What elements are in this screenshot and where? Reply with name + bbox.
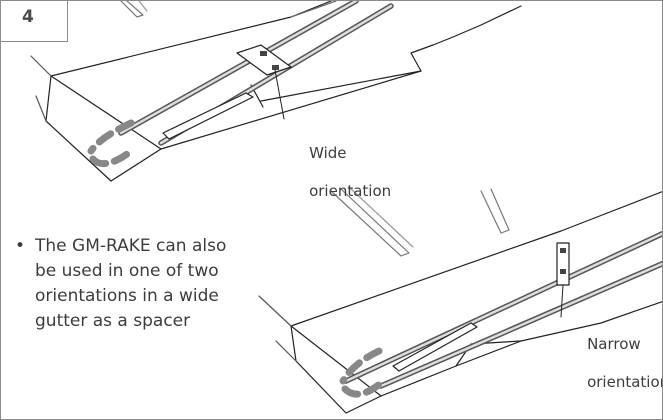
bottom-gutter-drawing xyxy=(258,186,662,414)
step-number: 4 xyxy=(1,1,68,42)
spacer-note: • The GM-RAKE can also be used in one of… xyxy=(15,234,290,334)
narrow-callout-line2: orientation xyxy=(587,373,663,391)
note-line: orientations in a wide xyxy=(35,286,219,306)
wide-callout-line1: Wide xyxy=(309,144,347,162)
narrow-callout-line1: Narrow xyxy=(587,335,641,353)
top-gutter-drawing xyxy=(30,1,522,182)
note-line: be used in one of two xyxy=(35,261,219,281)
narrow-callout: Narrow orientation xyxy=(568,316,663,411)
wide-callout: Wide orientation xyxy=(290,125,391,220)
note-line: gutter as a spacer xyxy=(35,311,191,331)
bullet-glyph: • xyxy=(15,236,26,256)
wide-callout-line2: orientation xyxy=(309,182,392,200)
note-line: The GM-RAKE can also xyxy=(35,236,227,256)
